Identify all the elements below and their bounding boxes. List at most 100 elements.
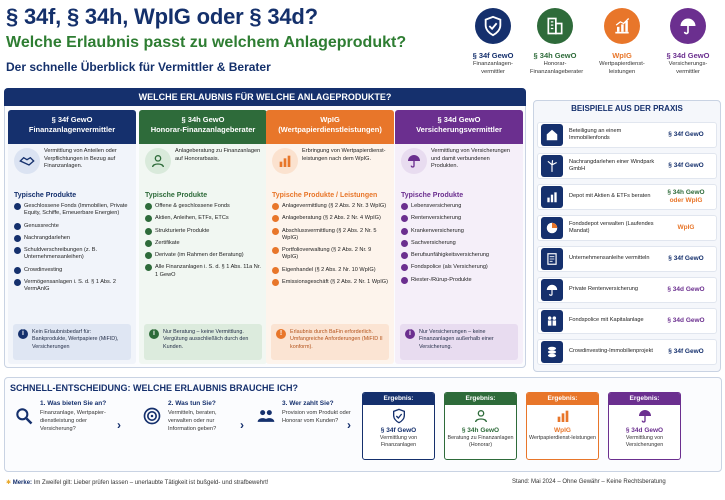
example-text: Crowdinvesting-Immobilienprojekt (569, 348, 653, 355)
bullet-icon (145, 227, 152, 235)
example-row: Beteiligung an einem Immobilienfonds § 3… (537, 122, 717, 148)
column-note: i Nur Versicherungen – keine Finanzanlag… (400, 324, 518, 360)
lightbulb-icon: ✱ (6, 480, 12, 486)
badge-desc: Finanzanlagen-vermittler (473, 61, 513, 75)
bullet-icon (272, 215, 279, 223)
bullet-icon (145, 203, 152, 210)
list-item: Krankenversicherung (401, 227, 517, 235)
example-text: Nachrangdarlehen einer Windpark GmbH (569, 158, 655, 172)
example-text: Depot mit Aktien & ETFs beraten (569, 193, 651, 200)
bullet-icon (145, 264, 152, 272)
person-icon (445, 405, 516, 427)
bullet-icon (14, 203, 21, 210)
example-text: Unternehmensanleihe vermitteln (569, 255, 650, 262)
badge-desc: Versicherungs-vermittler (668, 61, 708, 75)
warning-icon: ! (276, 329, 286, 339)
umbrella-icon (541, 279, 563, 301)
example-row: Nachrangdarlehen einer Windpark GmbH § 3… (537, 153, 717, 179)
list-item: Aktien, Anleihen, ETFs, ETCs (145, 215, 261, 223)
column-header: WpIG (Wertpapierdienstleistungen) (266, 110, 394, 144)
house-icon (541, 124, 563, 146)
bullet-icon (401, 203, 408, 210)
example-text: Beteiligung an einem Immobilienfonds (569, 127, 622, 141)
example-row: Crowdinvesting-Immobilienprojekt § 34f G… (537, 339, 717, 365)
list-item: Eigenhandel (§ 2 Abs. 2 Nr. 10 WpIG) (272, 266, 388, 274)
section-heading: Typische Produkte (145, 192, 208, 199)
example-result: § 34f GewO (668, 130, 704, 138)
example-result: § 34d GewO (667, 316, 705, 324)
column-intro: Vermittlung von Anteilen oder Verpflicht… (44, 148, 117, 170)
example-row: Unternehmensanleihe vermitteln § 34f Gew… (537, 246, 717, 272)
column-header: § 34f GewO Finanzanlagenvermittler (8, 110, 136, 144)
umbrella-icon (609, 405, 680, 427)
list-item: Fondspolice (als Versicherung) (401, 264, 517, 272)
bullet-icon (14, 278, 21, 286)
building-icon (537, 8, 573, 44)
coins-icon (541, 341, 563, 363)
column-title: WpIG (320, 115, 340, 124)
bullet-icon (401, 227, 408, 235)
column-wpig: WpIG (Wertpapierdienstleistungen) Erbrin… (266, 110, 394, 364)
list-item: Nachrangdarlehen (14, 234, 130, 242)
column-intro: Vermittlung von Versicherungen und damit… (431, 148, 510, 170)
list-item: Rentenversicherung (401, 215, 517, 223)
example-result: § 34f GewO (668, 161, 704, 169)
header-badge-34d: § 34d GewO Versicherungs-vermittler (663, 8, 713, 76)
column-subtitle: Finanzanlagenvermittler (28, 124, 116, 134)
column-subtitle: Honorar-Finanzanlageberater (150, 124, 256, 134)
badge-title: § 34f GewO (472, 51, 514, 60)
header-badge-34f: § 34f GewO Finanzanlagen-vermittler (468, 8, 518, 76)
bullet-icon (14, 222, 21, 230)
column-intro: Anlageberatung zu Finanzanlagen auf Hono… (175, 148, 261, 162)
section-heading: Typische Produkte (401, 192, 464, 199)
column-title: § 34h GewO (181, 115, 225, 124)
header-badge-wpig: WpIG Wertpapierdienst-leistungen (597, 8, 647, 76)
example-row: Fondsdepot verwalten (Laufendes Mandat) … (537, 215, 717, 241)
column-34d: § 34d GewO Versicherungsvermittler Vermi… (395, 110, 523, 364)
bullet-icon (145, 252, 152, 260)
column-34h: § 34h GewO Honorar-Finanzanlageberater A… (139, 110, 267, 364)
column-title: § 34d GewO (437, 115, 481, 124)
example-row: Fondspolice mit Kapitalanlage § 34d GewO (537, 308, 717, 334)
list-item: Crowdinvesting (14, 266, 130, 274)
example-text: Private Rentenversicherung (569, 286, 639, 293)
list-item: Sachversicherung (401, 239, 517, 247)
list-item: Emissionsgeschäft (§ 2 Abs. 2 Nr. 1 WpIG… (272, 278, 388, 286)
bullet-icon (272, 203, 279, 210)
magnifier-icon (12, 404, 36, 428)
list-item: Zertifikate (145, 239, 261, 247)
badge-title: § 34d GewO (666, 51, 710, 60)
column-title: § 34f GewO (51, 115, 93, 124)
badge-desc: Honorar-Finanzanlageberater (530, 61, 584, 75)
badge-desc: Wertpapierdienst-leistungen (599, 61, 645, 75)
list-item: Anlageberatung (§ 2 Abs. 2 Nr. 4 WpIG) (272, 215, 388, 223)
list-item: Anlagevermittlung (§ 2 Abs. 2 Nr. 3 WpIG… (272, 203, 388, 210)
bullet-icon (272, 278, 279, 286)
column-subtitle: Versicherungsvermittler (416, 124, 502, 134)
example-result: § 34f GewO (668, 347, 704, 355)
list-item: Offene & geschlossene Fonds (145, 203, 261, 210)
chart-up-icon (527, 405, 598, 427)
header-badge-34h: § 34h GewO Honorar-Finanzanlageberater (530, 8, 584, 76)
bullet-icon (401, 215, 408, 223)
info-icon: i (405, 329, 415, 339)
bullet-icon (145, 215, 152, 223)
list-item: Portfolioverwaltung (§ 2 Abs. 2 Nr. 9 Wp… (272, 247, 388, 262)
bullet-icon (14, 266, 21, 274)
page-subtitle: Welche Erlaubnis passt zu welchem Anlage… (6, 34, 407, 51)
badge-title: WpIG (612, 51, 632, 60)
column-note: i Kein Erlaubnisbedarf für: Bankprodukte… (13, 324, 131, 360)
bullet-icon (14, 247, 21, 255)
page-title: § 34f, § 34h, WpIG oder § 34d? (6, 4, 318, 29)
shield-check-icon (475, 8, 511, 44)
column-34f: § 34f GewO Finanzanlagenvermittler Vermi… (8, 110, 136, 364)
example-result: § 34h GewO oder WpIG (667, 188, 705, 204)
result-card-34f: Ergebnis: § 34f GewO Vermittlung von Fin… (362, 392, 435, 460)
example-row: Depot mit Aktien & ETFs beraten § 34h Ge… (537, 184, 717, 210)
column-note: i Nur Beratung – keine Vermittlung. Verg… (144, 324, 262, 360)
footer-stand: Stand: Mai 2024 – Ohne Gewähr – Keine Re… (512, 479, 666, 485)
list-item: Vermögensanlagen i. S. d. § 1 Abs. 2 Ver… (14, 278, 130, 294)
handshake-icon (14, 148, 40, 174)
list-item: Riester-/Rürup-Produkte (401, 276, 517, 284)
decision-step: 2. Was tun Sie?Vermitteln, beraten, verw… (140, 400, 240, 455)
